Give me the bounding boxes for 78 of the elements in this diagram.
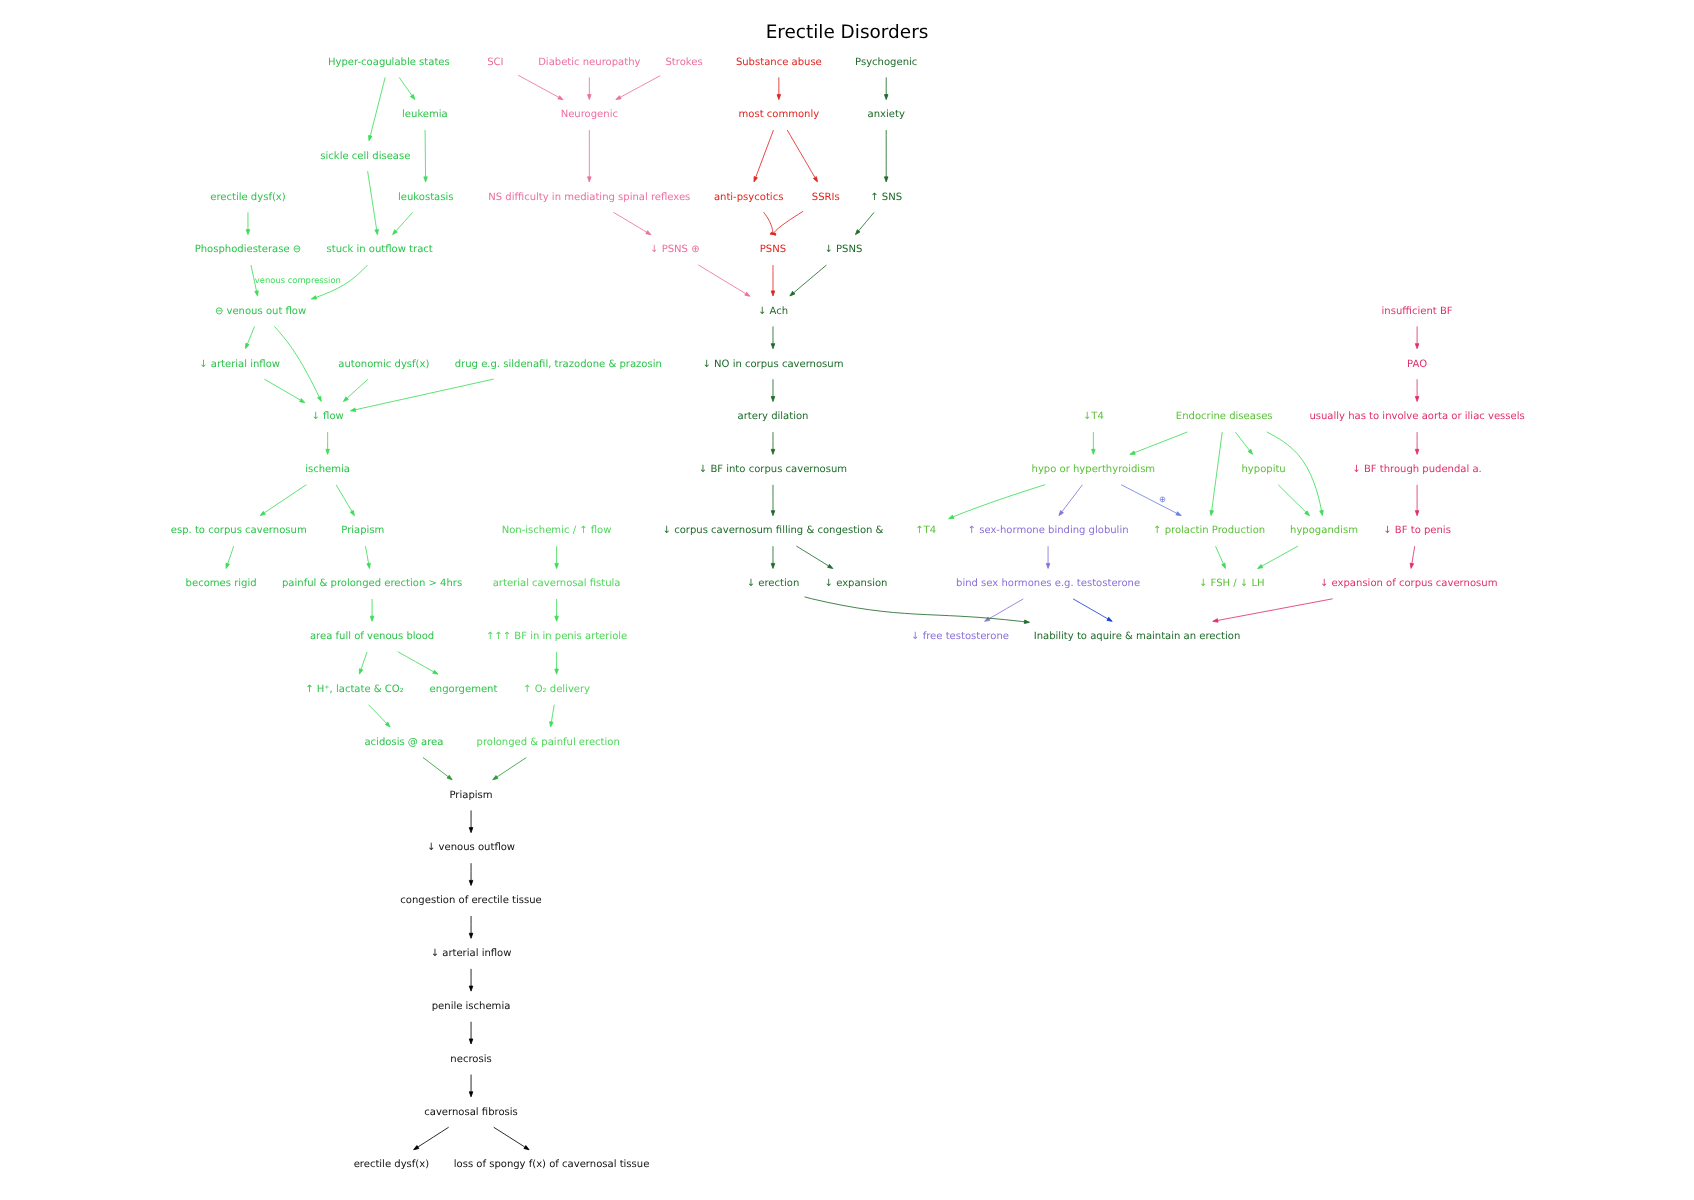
arrow — [1091, 431, 1096, 455]
arrow — [587, 129, 592, 183]
arrow — [615, 75, 661, 101]
arrow — [263, 378, 306, 404]
arrow — [1414, 378, 1420, 402]
arrow — [468, 809, 474, 834]
arrow — [1120, 484, 1182, 517]
arrow — [468, 968, 474, 992]
arrow — [1072, 598, 1113, 622]
arrow — [335, 484, 355, 517]
arrow — [948, 484, 1046, 520]
arrow — [612, 211, 652, 236]
arrow — [884, 129, 889, 183]
arrow — [468, 862, 474, 886]
arrow — [697, 264, 751, 297]
arrow — [804, 596, 1030, 624]
arrow — [587, 76, 592, 100]
arrow — [984, 598, 1024, 622]
arrow — [468, 1021, 474, 1045]
arrow — [413, 1126, 450, 1151]
arrow — [1414, 484, 1420, 517]
arrow — [770, 378, 776, 402]
arrow — [770, 264, 776, 297]
arrow — [1266, 431, 1324, 516]
arrow — [422, 757, 453, 781]
arrow — [365, 545, 371, 569]
arrow — [770, 431, 776, 455]
arrow — [368, 76, 386, 142]
arrow — [554, 598, 559, 622]
arrow — [468, 1074, 474, 1098]
diagram-title: Erectile Disorders — [765, 22, 929, 45]
arrow — [884, 76, 889, 100]
arrow — [1212, 598, 1334, 623]
arrow — [1414, 431, 1420, 455]
arrow — [225, 545, 235, 569]
arrow — [1277, 484, 1310, 517]
arrow — [358, 651, 368, 675]
arrow — [554, 545, 559, 569]
arrow — [368, 704, 391, 728]
arrow — [343, 378, 369, 402]
arrow — [776, 76, 782, 100]
arrow — [1058, 484, 1083, 517]
arrow — [786, 129, 818, 183]
arrow — [1234, 431, 1253, 455]
arrow — [367, 170, 379, 236]
arrow — [398, 76, 416, 100]
arrow — [517, 74, 564, 101]
arrow — [325, 431, 330, 455]
arrow — [273, 325, 322, 402]
arrow — [753, 129, 774, 183]
arrow — [310, 264, 368, 300]
arrow — [795, 545, 834, 569]
arrow — [855, 211, 875, 236]
arrow — [770, 484, 776, 517]
arrow — [770, 326, 776, 350]
arrow — [1409, 545, 1416, 569]
arrow — [245, 326, 255, 350]
arrow — [554, 651, 559, 675]
arrow — [770, 545, 776, 569]
arrow — [259, 484, 307, 517]
arrow — [1215, 545, 1226, 569]
arrow — [423, 129, 428, 183]
arrow — [397, 651, 439, 675]
arrow — [369, 598, 375, 622]
arrow — [1209, 431, 1223, 516]
arrow — [468, 915, 474, 939]
arrow — [392, 211, 414, 236]
arrow — [549, 704, 555, 728]
arrow — [1129, 431, 1188, 455]
arrow — [1414, 326, 1420, 350]
arrow — [789, 264, 827, 297]
arrow — [492, 757, 527, 781]
arrow — [1257, 545, 1299, 569]
arrow — [245, 211, 251, 236]
arrow — [250, 264, 259, 297]
arrow — [493, 1126, 530, 1151]
arrow — [350, 378, 495, 412]
arrow — [1045, 545, 1051, 569]
